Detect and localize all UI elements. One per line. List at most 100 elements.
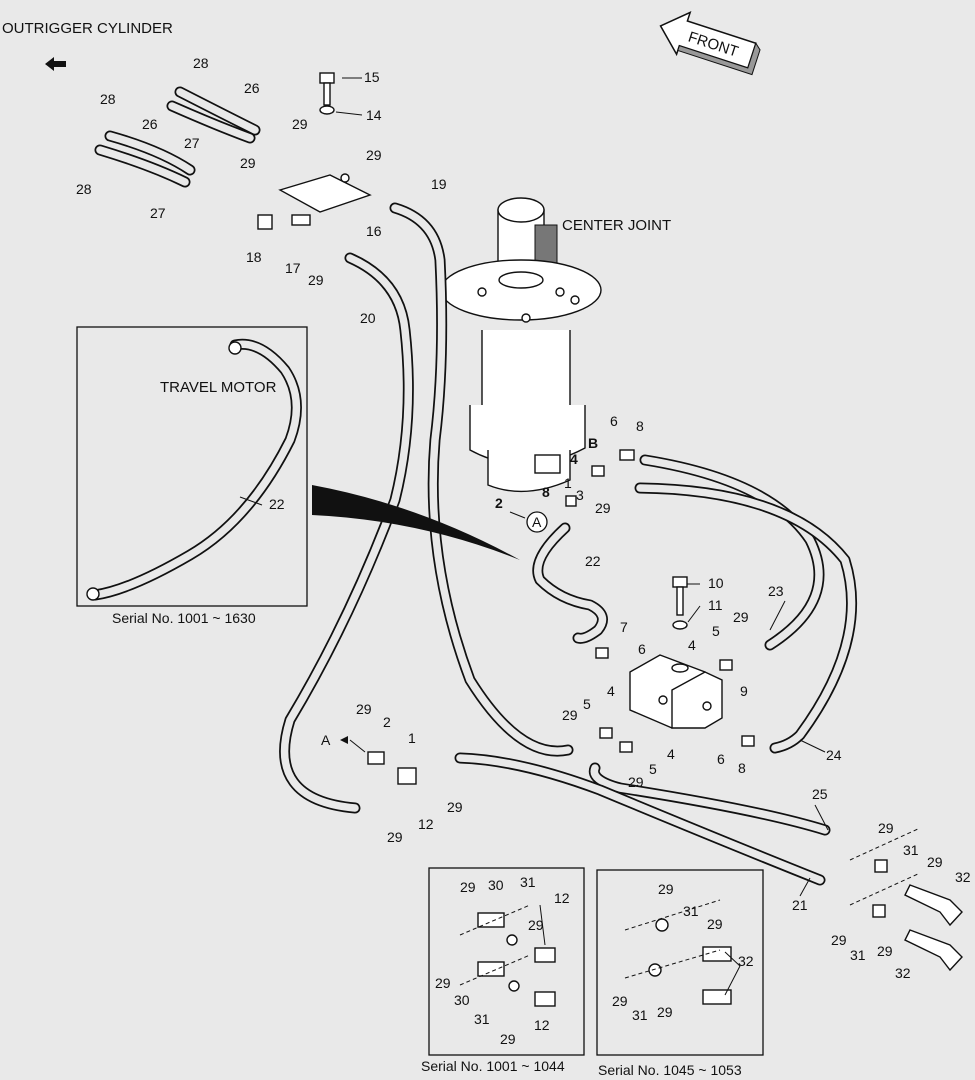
inset-frame-travel-motor: [76, 326, 308, 607]
alignment-dashes: [459, 827, 921, 986]
callout-29: 29: [366, 147, 382, 163]
callout-29: 29: [595, 500, 611, 516]
callout-29: 29: [657, 1004, 673, 1020]
bolt-10: [672, 576, 688, 616]
inset-pointer: [312, 485, 520, 560]
bolt-15: [319, 72, 335, 106]
callout-32: 32: [955, 869, 971, 885]
callout-29: 29: [927, 854, 943, 870]
callout-22: 22: [585, 553, 601, 569]
port-a-circle: [526, 511, 548, 533]
callout-30: 30: [454, 992, 470, 1008]
callout-24: 24: [826, 747, 842, 763]
callout-22: 22: [269, 496, 285, 512]
inset-frame-serial-1001-1044: [428, 867, 585, 1056]
outrigger-cylinder-title: OUTRIGGER CYLINDER: [2, 20, 173, 37]
callout-5: 5: [712, 623, 720, 639]
a-arrow-head: [340, 736, 348, 744]
callout-6: 6: [717, 751, 725, 767]
callouts: 28 26 28 26 27 28 27 15 14 29 29 29 19 1…: [76, 55, 971, 1047]
callout-21: 21: [792, 897, 808, 913]
serial-caption-left: Serial No. 1001 ~ 1044: [421, 1058, 565, 1074]
callout-27: 27: [150, 205, 166, 221]
callout-31: 31: [520, 874, 536, 890]
washer-11: [672, 620, 688, 630]
callout-2: 2: [495, 495, 503, 511]
callout-4: 4: [667, 746, 675, 762]
callout-32: 32: [895, 965, 911, 981]
callout-12: 12: [534, 1017, 550, 1033]
callout-29: 29: [356, 701, 372, 717]
callout-29: 29: [240, 155, 256, 171]
callout-8: 8: [636, 418, 644, 434]
callout-29: 29: [562, 707, 578, 723]
callout-29: 29: [292, 116, 308, 132]
callout-29: 29: [658, 881, 674, 897]
callout-4: 4: [688, 637, 696, 653]
callout-29: 29: [460, 879, 476, 895]
callout-2: 2: [383, 714, 391, 730]
callout-12: 12: [418, 816, 434, 832]
port-a-arrow: [509, 511, 526, 519]
small-direction-arrow-icon: [45, 57, 66, 71]
callout-19: 19: [431, 176, 447, 192]
travel-motor-title: TRAVEL MOTOR: [160, 379, 277, 396]
callout-5: 5: [583, 696, 591, 712]
a-arrow-line: [349, 739, 366, 753]
callout-18: 18: [246, 249, 262, 265]
callout-29: 29: [733, 609, 749, 625]
callout-31: 31: [683, 903, 699, 919]
callout-29: 29: [387, 829, 403, 845]
callout-29: 29: [528, 917, 544, 933]
callout-10: 10: [708, 575, 724, 591]
callout-6: 6: [638, 641, 646, 657]
callout-26: 26: [244, 80, 260, 96]
leader-lines: [239, 77, 829, 996]
callout-29: 29: [878, 820, 894, 836]
callout-16: 16: [366, 223, 382, 239]
bracket-16: [257, 173, 372, 230]
callout-29: 29: [707, 916, 723, 932]
callout-31: 31: [903, 842, 919, 858]
callout-12: 12: [554, 890, 570, 906]
hydraulic-hoses: [89, 86, 858, 886]
washer-14: [319, 105, 335, 115]
callout-28: 28: [76, 181, 92, 197]
callout-28: 28: [193, 55, 209, 71]
callout-5: 5: [649, 761, 657, 777]
callout-20: 20: [360, 310, 376, 326]
callout-29: 29: [831, 932, 847, 948]
callout-6: 6: [610, 413, 618, 429]
callout-9: 9: [740, 683, 748, 699]
valve-block: [629, 654, 723, 729]
callout-23: 23: [768, 583, 784, 599]
callout-32: 32: [738, 953, 754, 969]
callout-30: 30: [488, 877, 504, 893]
callout-8: 8: [738, 760, 746, 776]
callout-31: 31: [632, 1007, 648, 1023]
callout-29: 29: [500, 1031, 516, 1047]
callout-29: 29: [877, 943, 893, 959]
serial-caption-travel: Serial No. 1001 ~ 1630: [112, 610, 256, 626]
callout-28: 28: [100, 91, 116, 107]
callout-11: 11: [708, 597, 723, 613]
callout-1: 1: [408, 730, 416, 746]
callout-29: 29: [447, 799, 463, 815]
callout-31: 31: [474, 1011, 490, 1027]
front-direction-arrow: FRONT: [659, 11, 761, 76]
callout-25: 25: [812, 786, 828, 802]
callout-29: 29: [612, 993, 628, 1009]
callout-1: 1: [564, 475, 572, 491]
callout-3: 3: [576, 487, 584, 503]
arrow-a-label: A: [321, 732, 331, 748]
callout-17: 17: [285, 260, 301, 276]
center-joint: [440, 197, 602, 493]
callout-8: 8: [542, 484, 550, 500]
fittings: [86, 341, 963, 1007]
callout-4: 4: [570, 451, 578, 467]
callout-7: 7: [620, 619, 628, 635]
callout-15: 15: [364, 69, 380, 85]
center-joint-title: CENTER JOINT: [562, 217, 671, 234]
callout-26: 26: [142, 116, 158, 132]
